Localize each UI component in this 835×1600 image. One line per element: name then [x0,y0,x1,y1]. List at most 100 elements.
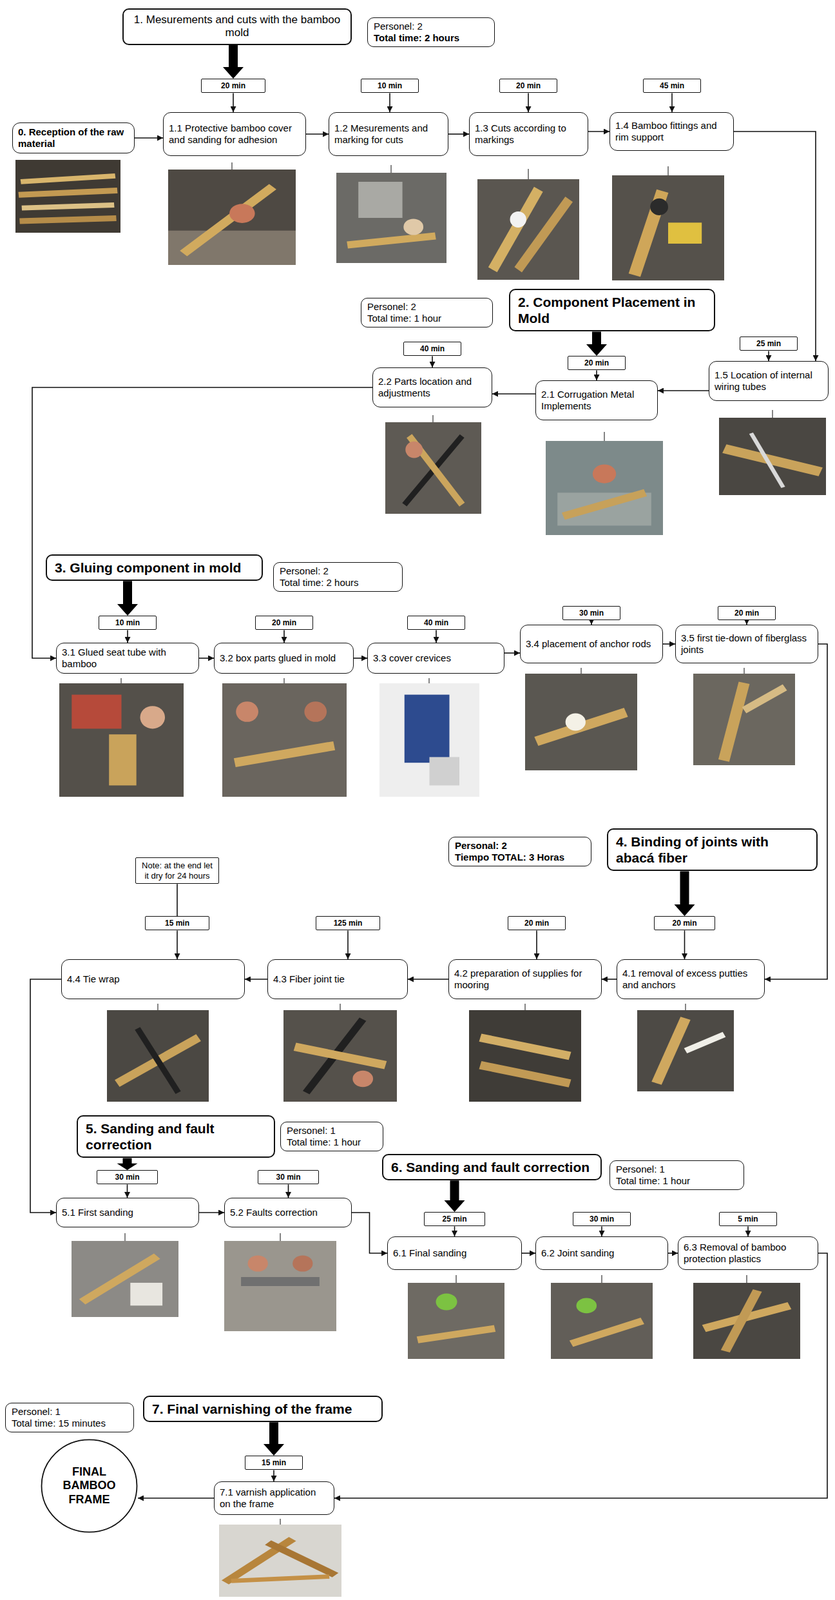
flow-connector [746,619,748,625]
process-box: 4.3 Fiber joint tie [267,958,408,999]
flow-connector [588,130,610,133]
process-box: 4.1 removal of excess putties and anchor… [616,958,765,999]
photo-detail [436,1293,458,1310]
photo-detail [19,217,117,221]
photo-detail [229,203,256,223]
flow-connector [527,92,529,113]
photo-detail [295,1046,386,1065]
flow-connector [126,1183,129,1198]
photo-leader [279,1517,281,1524]
section-header: 7. Final varnishing of the frame [143,1394,383,1422]
step-text: 0. Reception of the raw material [18,126,129,150]
flow-connector [347,929,349,959]
personnel-box: Personel: 1Total time: 1 hour [609,1159,745,1190]
photo-detail [403,218,424,235]
photo-detail [358,181,403,218]
photo-detail [405,441,423,459]
time-box: 30 min [96,1169,158,1184]
time-box: 20 min [255,615,314,630]
section-title: 5. Sanding and fault correction [85,1119,267,1152]
flow-connector [431,355,433,368]
process-box: 3.1 Glued seat tube with bamboo [56,642,200,674]
photo-detail [139,705,165,729]
personnel-text: Total time: 2 hours [373,32,489,44]
step-text: 3.4 placement of anchor rods [525,637,658,650]
flow-connector [601,978,617,980]
step-text: 4.2 preparation of supplies for mooring [454,967,596,991]
photo-detail [225,1537,294,1582]
photo-ground [106,1009,209,1102]
duration-text: 25 min [427,1213,482,1223]
duration-text: 15 min [248,1457,300,1467]
photo-ground [612,175,725,281]
photo-leader [667,166,669,176]
photo-detail [571,1320,644,1343]
photo-detail [304,700,327,722]
personnel-text: Personel: 2 [279,565,397,577]
section-header: 3. Gluing component in mold [45,554,263,581]
note-box: Note: at the end let it dry for 24 hours [135,856,220,884]
photo-detail [510,211,527,228]
personnel-text: Personel: 1 [11,1405,128,1417]
step-text: 4.3 Fiber joint tie [273,972,403,985]
personnel-text: Tiempo TOTAL: 3 Horas [454,851,586,863]
section-title: 1. Mesurements and cuts with the bamboo … [130,13,345,40]
photo-leader [455,1274,457,1283]
duration-text: 20 min [570,358,623,368]
step-text: 6.3 Removal of bamboo protection plastic… [683,1240,813,1265]
photo-ground [15,159,121,233]
process-box: 1.3 Cuts according to markings [469,112,589,156]
end-text: FINAL BAMBOO FRAME [59,1464,119,1507]
duration-text: 15 min [148,918,207,928]
photo-leader [601,1274,602,1283]
step-text: 3.1 Glued seat tube with bamboo [61,646,194,670]
flow-connector [273,1468,275,1481]
step-text: 1.1 Protective bamboo cover and sanding … [168,122,301,146]
time-box: 20 min [717,605,776,620]
photo-detail [240,1276,320,1286]
process-box: 1.1 Protective bamboo cover and sanding … [163,112,307,156]
process-box: 4.4 Tie wrap [61,958,245,999]
personnel-box: Personel: 2Total time: 2 hours [367,17,495,48]
photo-leader [743,667,745,674]
section-title: 3. Gluing component in mold [54,559,254,576]
time-box: 10 min [360,78,419,93]
flow-connector [657,389,709,392]
photo-ground [283,1009,397,1102]
flow-connector [389,92,391,113]
duration-text: 30 min [99,1171,155,1181]
photo-detail [650,198,669,216]
flow-connector [232,92,234,113]
time-box: 30 min [257,1169,319,1184]
section-title: 7. Final varnishing of the frame [152,1400,374,1417]
start-box: 0. Reception of the raw material [12,122,135,154]
flow-connector [176,883,178,916]
flow-connector [137,1496,214,1498]
personnel-box: Personal: 2Tiempo TOTAL: 3 Horas [448,836,592,866]
personnel-text: Total time: 1 hour [286,1135,377,1148]
flow-connector [521,1251,536,1254]
flow-connector [448,133,470,135]
photo-ground [477,179,580,280]
step-text: 4.1 removal of excess putties and anchor… [622,967,759,991]
personnel-text: Total time: 15 minutes [11,1416,128,1429]
photo-detail [479,1064,570,1083]
step-text: 2.2 Parts location and adjustments [378,375,487,399]
photo-detail [536,711,626,741]
personnel-box: Personel: 1Total time: 1 hour [280,1121,384,1151]
photo-leader [279,1232,281,1241]
photo [71,1240,179,1317]
photo-detail [723,682,745,761]
duration-text: 30 min [575,1213,628,1223]
photo-ground [71,1240,179,1317]
photo-leader [283,677,285,683]
step-text: 5.2 Faults correction [230,1206,346,1218]
process-box: 2.2 Parts location and adjustments [372,367,493,408]
flow-connector [353,657,368,659]
photo-ground [469,1009,582,1102]
photo [693,673,796,765]
flow-connector [306,133,329,135]
personnel-box: Personel: 2Total time: 2 hours [273,561,403,592]
time-box: 20 min [653,915,716,930]
photo-detail [429,756,461,785]
